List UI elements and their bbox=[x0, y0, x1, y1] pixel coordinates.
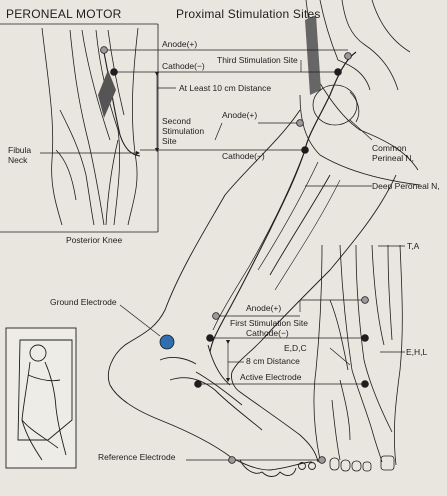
electrodes bbox=[100, 46, 369, 464]
active-electrode-label: Active Electrode bbox=[240, 372, 302, 382]
anode-bottom-label: Anode(+) bbox=[246, 303, 282, 313]
cathode-knee-dot bbox=[334, 68, 342, 76]
common-perineal-line1: Common bbox=[372, 143, 407, 153]
active-right-dot bbox=[361, 380, 369, 388]
posterior-knee-label: Posterior Knee bbox=[66, 235, 123, 245]
ta-label: T,A bbox=[407, 241, 420, 251]
center-title: Proximal Stimulation Sites bbox=[176, 7, 321, 21]
cathode-bottom-dot bbox=[206, 334, 214, 342]
fibula-neck-line1: Fibula bbox=[8, 145, 32, 155]
second-site-line1: Second bbox=[162, 116, 191, 126]
knee-lateral bbox=[299, 0, 421, 186]
left-title: PERONEAL MOTOR bbox=[6, 7, 122, 21]
ground-electrode-label: Ground Electrode bbox=[50, 297, 117, 307]
cathode-top-dot bbox=[110, 68, 118, 76]
active-electrode-dot bbox=[194, 380, 202, 388]
anode-top-label: Anode(+) bbox=[162, 39, 198, 49]
reference-right-dot bbox=[318, 456, 326, 464]
anode-mid-label: Anode(+) bbox=[222, 110, 258, 120]
anode-knee-dot bbox=[344, 52, 352, 60]
distance-8cm-label: 8 cm Distance bbox=[246, 356, 300, 366]
ground-electrode-dot bbox=[159, 334, 175, 350]
cathode-top-label: Cathode(−) bbox=[162, 61, 205, 71]
cathode-bottom-label: Cathode(−) bbox=[246, 328, 289, 338]
posterior-knee-panel bbox=[0, 23, 159, 233]
common-perineal-line2: Perineal N, bbox=[372, 153, 415, 163]
cathode-mid-label: Cathode(−) bbox=[222, 151, 265, 161]
leader-lines bbox=[40, 49, 405, 461]
second-site-line3: Site bbox=[162, 136, 177, 146]
deep-peroneal-label: Deep Peroneal N, bbox=[372, 181, 440, 191]
cathode-right-dot bbox=[361, 334, 369, 342]
first-site-label: First Stimulation Site bbox=[230, 318, 308, 328]
reference-electrode-dot bbox=[228, 456, 236, 464]
reference-electrode-label: Reference Electrode bbox=[98, 452, 176, 462]
distance-10cm-label: At Least 10 cm Distance bbox=[179, 83, 272, 93]
second-site-line2: Stimulation bbox=[162, 126, 205, 136]
anode-top-dot bbox=[100, 46, 108, 54]
leg-outline bbox=[107, 109, 397, 477]
anterior-foot-panel bbox=[313, 244, 403, 472]
patient-inset bbox=[5, 327, 77, 469]
fibula-neck-line2: Neck bbox=[8, 155, 28, 165]
anode-bottom-dot bbox=[212, 312, 220, 320]
anode-mid-dot bbox=[296, 119, 304, 127]
ehl-label: E,H,L bbox=[406, 347, 428, 357]
anode-right-dot bbox=[361, 296, 369, 304]
third-site-label: Third Stimulation Site bbox=[217, 55, 298, 65]
cathode-mid-dot bbox=[301, 146, 309, 154]
edc-label: E,D,C bbox=[284, 343, 307, 353]
